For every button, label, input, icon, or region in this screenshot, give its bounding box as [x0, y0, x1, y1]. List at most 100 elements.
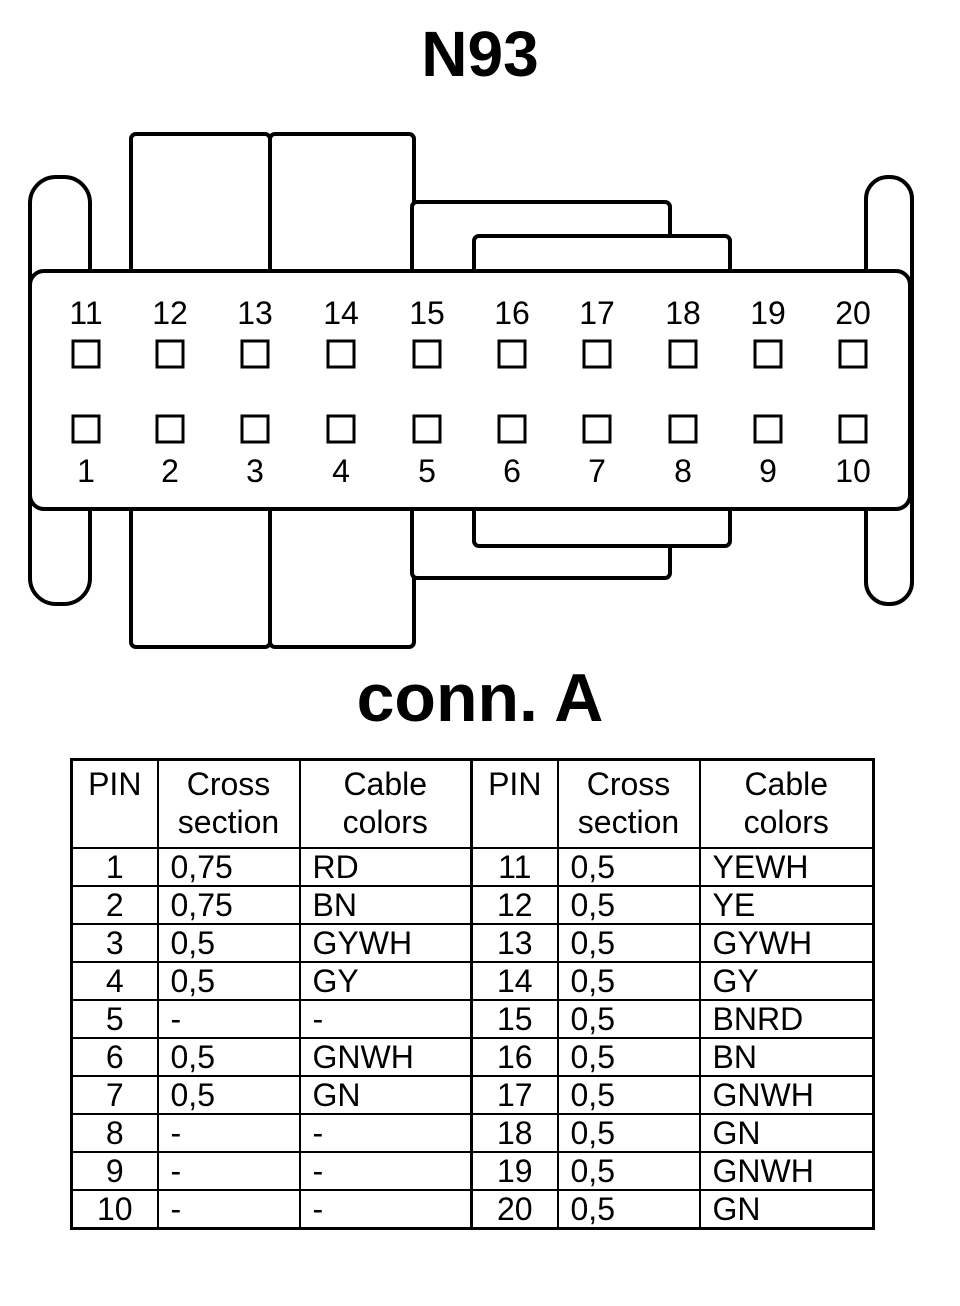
pin-label: 3 — [246, 453, 264, 489]
cross-section: 0,75 — [156, 885, 301, 925]
pin-socket — [412, 339, 442, 369]
cable-color: - — [298, 1189, 473, 1230]
pin-number: 13 — [470, 923, 559, 963]
cross-section: 0,5 — [556, 1151, 701, 1191]
pin-number: 6 — [70, 1037, 159, 1077]
header-cable-colors: Cable colors — [698, 758, 875, 849]
pin-number: 3 — [70, 923, 159, 963]
cable-color: GN — [698, 1189, 875, 1230]
pin-label: 9 — [759, 453, 777, 489]
pin-socket — [838, 339, 868, 369]
pin-number: 12 — [470, 885, 559, 925]
pin-socket — [668, 414, 698, 444]
cable-color: GNWH — [698, 1075, 875, 1115]
connector-body — [28, 269, 912, 511]
cross-section: 0,5 — [556, 1189, 701, 1230]
cable-color: GYWH — [298, 923, 473, 963]
header-cross-section: Cross section — [156, 758, 301, 849]
table-header-row: PIN Cross section Cable colors PIN Cross… — [70, 758, 875, 849]
cross-section: 0,5 — [556, 1113, 701, 1153]
cross-section: 0,5 — [556, 923, 701, 963]
pin-number: 7 — [70, 1075, 159, 1115]
header-pin: PIN — [470, 758, 559, 849]
pin-socket — [326, 339, 356, 369]
pin-socket — [155, 414, 185, 444]
pin-number: 11 — [470, 847, 559, 887]
pin-label: 16 — [494, 295, 530, 331]
cable-color: BNRD — [698, 999, 875, 1039]
diagram-title: N93 — [421, 18, 539, 90]
cross-section: 0,5 — [156, 1075, 301, 1115]
cable-color: YE — [698, 885, 875, 925]
cross-section: 0,5 — [556, 999, 701, 1039]
pin-number: 1 — [70, 847, 159, 887]
pin-label: 18 — [665, 295, 701, 331]
pin-socket — [240, 414, 270, 444]
pin-socket — [71, 339, 101, 369]
pin-label: 2 — [161, 453, 179, 489]
cross-section: 0,5 — [156, 923, 301, 963]
cable-color: GN — [698, 1113, 875, 1153]
pin-socket — [240, 339, 270, 369]
pin-label: 12 — [152, 295, 188, 331]
pin-number: 9 — [70, 1151, 159, 1191]
pin-label: 19 — [750, 295, 786, 331]
pin-socket — [497, 414, 527, 444]
pin-socket — [668, 339, 698, 369]
pin-socket — [412, 414, 442, 444]
pin-socket — [838, 414, 868, 444]
cable-color: - — [298, 1151, 473, 1191]
header-pin: PIN — [70, 758, 159, 849]
pin-number: 14 — [470, 961, 559, 1001]
pin-label: 13 — [237, 295, 273, 331]
cable-color: - — [298, 1113, 473, 1153]
pin-socket — [753, 414, 783, 444]
pin-label: 1 — [77, 453, 95, 489]
pin-label: 7 — [588, 453, 606, 489]
cross-section: 0,5 — [156, 961, 301, 1001]
pin-label: 8 — [674, 453, 692, 489]
pin-label: 5 — [418, 453, 436, 489]
pin-number: 8 — [70, 1113, 159, 1153]
pin-number: 5 — [70, 999, 159, 1039]
cross-section: 0,5 — [556, 885, 701, 925]
pin-number: 4 — [70, 961, 159, 1001]
cross-section: 0,5 — [556, 847, 701, 887]
pin-number: 15 — [470, 999, 559, 1039]
pin-label: 4 — [332, 453, 350, 489]
cable-color: BN — [698, 1037, 875, 1077]
cable-color: GY — [298, 961, 473, 1001]
cross-section: - — [156, 1189, 301, 1230]
pin-socket — [753, 339, 783, 369]
cross-section: - — [156, 999, 301, 1039]
pin-label: 20 — [835, 295, 871, 331]
cross-section: 0,5 — [556, 1075, 701, 1115]
pin-number: 10 — [70, 1189, 159, 1230]
cable-color: YEWH — [698, 847, 875, 887]
header-cable-colors: Cable colors — [298, 758, 473, 849]
pin-socket — [497, 339, 527, 369]
header-cross-section: Cross section — [556, 758, 701, 849]
pin-socket — [582, 414, 612, 444]
pin-label: 15 — [409, 295, 445, 331]
pin-label: 11 — [69, 295, 102, 331]
pin-number: 20 — [470, 1189, 559, 1230]
pin-table: PIN Cross section Cable colors PIN Cross… — [70, 758, 875, 1230]
pin-label: 6 — [503, 453, 521, 489]
cross-section: - — [156, 1151, 301, 1191]
cable-color: GY — [698, 961, 875, 1001]
cross-section: 0,75 — [156, 847, 301, 887]
pin-number: 18 — [470, 1113, 559, 1153]
